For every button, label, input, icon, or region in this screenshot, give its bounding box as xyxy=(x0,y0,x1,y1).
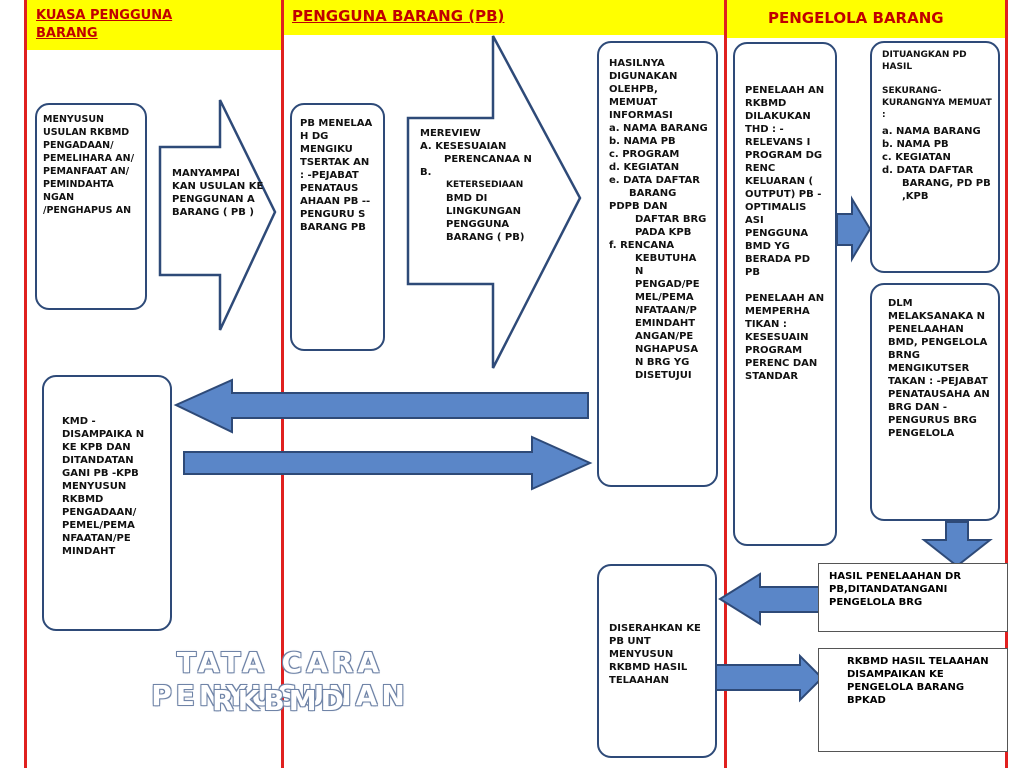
header-pengguna: PENGGUNA BARANG (PB) xyxy=(292,7,505,25)
box-rkbmd-hasil: RKBMD HASIL TELAAHAN DISAMPAIKAN KE PENG… xyxy=(818,648,1008,752)
diagram-title-line1: TATA CARA PENYUSUNAN xyxy=(151,646,409,712)
dituangkan-intro: DITUANGKAN PD HASIL xyxy=(882,50,967,72)
arrow-down-dlm xyxy=(921,521,993,568)
dituangkan-item-b: b. NAMA PB xyxy=(882,139,949,150)
arrow-to-rkbmd-hasil xyxy=(714,653,824,703)
column-divider-1 xyxy=(281,0,284,768)
menyusun-text: MENYUSUN USULAN RKBMD PENGADAAN/ PEMELIH… xyxy=(43,114,135,216)
hasilnya-item-a: a. NAMA BARANG xyxy=(609,123,708,134)
column-divider-left xyxy=(24,0,27,768)
dituangkan-item-c: c. KEGIATAN xyxy=(882,152,951,163)
hasilnya-intro: HASILNYA DIGUNAKAN OLEHPB, MEMUAT INFORM… xyxy=(609,58,678,121)
box-pb-menelaah: PB MENELAA H DG MENGIKU TSERTAK AN : -PE… xyxy=(290,103,385,351)
column-divider-right xyxy=(1005,0,1008,768)
rkbmd-hasil-text: RKBMD HASIL TELAAHAN DISAMPAIKAN KE PENG… xyxy=(847,656,989,706)
mereview-b-label: B. xyxy=(420,167,432,178)
box-hasilnya: HASILNYA DIGUNAKAN OLEHPB, MEMUAT INFORM… xyxy=(597,41,718,487)
arrow-penelaah-to-dituangkan xyxy=(836,195,872,263)
hasilnya-item-d: d. KEGIATAN xyxy=(609,162,680,173)
hasilnya-item-c: c. PROGRAM xyxy=(609,149,680,160)
arrow-to-diserahkan xyxy=(718,572,821,626)
pb-menelaah-text: PB MENELAA H DG MENGIKU TSERTAK AN : -PE… xyxy=(300,118,373,233)
arrow-to-hasilnya xyxy=(183,435,593,491)
arrow-mereview xyxy=(406,35,582,369)
dituangkan-list: a. NAMA BARANG b. NAMA PB c. KEGIATAN d.… xyxy=(882,125,992,203)
header-pengelola-bg xyxy=(727,0,1007,38)
hasilnya-list: a. NAMA BARANG b. NAMA PB c. PROGRAM d. … xyxy=(609,122,708,200)
box-penelaahan: PENELAAH AN RKBMD DILAKUKAN THD : -RELEV… xyxy=(733,42,837,546)
mereview-title: MEREVIEW xyxy=(420,128,481,139)
mereview-block: MEREVIEW A. KESESUAIAN PERENCANAA N B. K… xyxy=(420,127,550,244)
column-divider-2 xyxy=(724,0,727,768)
mereview-b2: BMD DI LINGKUNGAN PENGGUNA BARANG ( PB) xyxy=(446,193,525,243)
dlm-text: DLM MELAKSANAKA N PENELAAHAN BMD, PENGEL… xyxy=(888,298,990,439)
arrow-to-kmd xyxy=(173,378,589,434)
hasilnya-f: f. RENCANA KEBUTUHA N PENGAD/PE MEL/PEMA… xyxy=(609,240,700,381)
menyampaikan-text: MANYAMPAI KAN USULAN KE PENGGUNAN A BARA… xyxy=(172,168,264,218)
hasil-penelaahan-text: HASIL PENELAAHAN DR PB,DITANDATANGANI PE… xyxy=(829,571,962,608)
box-dlm-melaksanakan: DLM MELAKSANAKA N PENELAAHAN BMD, PENGEL… xyxy=(870,283,1000,521)
hasilnya-item-b: b. NAMA PB xyxy=(609,136,676,147)
diagram-title-line2: RKBMD xyxy=(212,684,348,717)
penelaah-text: PENELAAH AN RKBMD DILAKUKAN THD : -RELEV… xyxy=(745,85,825,278)
hasilnya-item-e: e. DATA DAFTAR BARANG xyxy=(609,175,700,199)
arrow-menyusun-to-pb xyxy=(158,99,277,331)
diserahkan-text: DISERAHKAN KE PB UNT MENYUSUN RKBMD HASI… xyxy=(609,623,701,686)
box-kmd: KMD -DISAMPAIKA N KE KPB DAN DITANDATAN … xyxy=(42,375,172,631)
box-menyusun-usulan: MENYUSUN USULAN RKBMD PENGADAAN/ PEMELIH… xyxy=(35,103,147,310)
header-pengelola: PENGELOLA BARANG xyxy=(768,9,944,27)
box-diserahkan: DISERAHKAN KE PB UNT MENYUSUN RKBMD HASI… xyxy=(597,564,717,758)
box-hasil-penelaahan: HASIL PENELAAHAN DR PB,DITANDATANGANI PE… xyxy=(818,563,1008,632)
penelaah2-text: PENELAAH AN MEMPERHA TIKAN : KESESUAIN P… xyxy=(745,293,825,382)
box-dituangkan: DITUANGKAN PD HASIL SEKURANG-KURANGNYA M… xyxy=(870,41,1000,273)
header-kuasa-bg xyxy=(27,0,281,50)
header-kuasa: KUASA PENGGUNA BARANG xyxy=(36,8,173,41)
dituangkan-item-d: d. DATA DAFTAR BARANG, PD PB ,KPB xyxy=(882,165,991,202)
mereview-b: KETERSEDIAAN xyxy=(446,180,524,190)
dituangkan-sub: SEKURANG-KURANGNYA MEMUAT : xyxy=(882,86,992,120)
header-pengguna-bg xyxy=(284,0,724,35)
kmd-text: KMD -DISAMPAIKA N KE KPB DAN DITANDATAN … xyxy=(62,416,145,557)
dituangkan-item-a: a. NAMA BARANG xyxy=(882,126,981,137)
mereview-a: A. KESESUAIAN PERENCANAA N xyxy=(420,141,532,165)
hasilnya-pdpb: PDPB DAN DAFTAR BRG PADA KPB xyxy=(609,201,707,238)
